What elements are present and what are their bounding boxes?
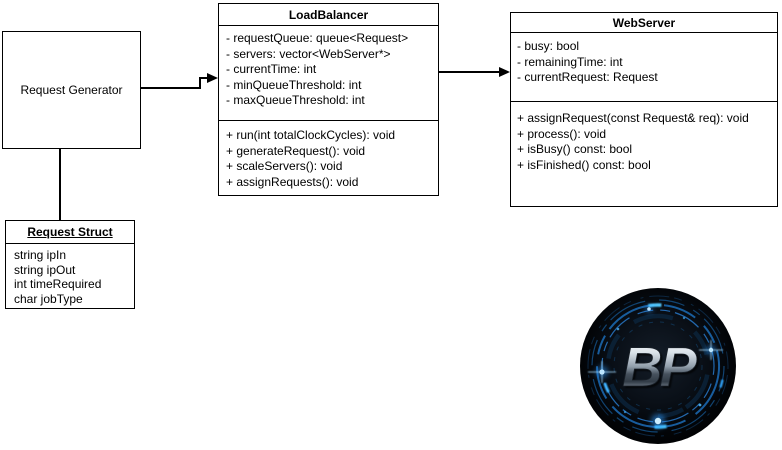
attribute-line: - currentTime: int — [226, 62, 317, 76]
field-line: char jobType — [14, 291, 83, 306]
request-struct-fields: string ipIn string ipOut int timeRequire… — [6, 244, 134, 306]
load-balancer-attributes: - requestQueue: queue<Request> - servers… — [219, 26, 438, 121]
class-box-web-server: WebServer - busy: bool - remainingTime: … — [510, 12, 778, 207]
method-line: + process(): void — [517, 126, 607, 141]
attribute-line: - remainingTime: int — [517, 54, 623, 69]
class-title-request-generator: Request Generator — [20, 83, 123, 97]
logo-background-circle — [580, 288, 736, 444]
attribute-line: - busy: bool — [517, 39, 580, 53]
method-line: + assignRequest(const Request& req): voi… — [517, 111, 749, 125]
attribute-line: - currentRequest: Request — [517, 70, 658, 84]
method-line: + run(int totalClockCycles): void — [226, 128, 396, 142]
logo-sparkles — [588, 340, 723, 383]
class-title-load-balancer: LoadBalancer — [219, 4, 438, 26]
attribute-line: - maxQueueThreshold: int — [226, 93, 365, 107]
web-server-attributes: - busy: bool - remainingTime: int - curr… — [511, 33, 777, 102]
logo-letters: BP BP — [622, 335, 703, 400]
connector-reqgen-to-loadbalancer-segment — [199, 77, 209, 79]
connector-reqgen-to-request-struct — [59, 149, 61, 220]
connector-reqgen-to-loadbalancer-segment — [199, 77, 201, 89]
method-line: + isFinished() const: bool — [517, 157, 651, 172]
method-line: + assignRequests(): void — [226, 174, 359, 189]
field-line: string ipOut — [14, 262, 76, 277]
field-line: int timeRequired — [14, 277, 102, 291]
attribute-line: - servers: vector<WebServer*> — [226, 46, 391, 61]
class-box-request-struct: Request Struct string ipIn string ipOut … — [5, 220, 135, 309]
connector-reqgen-to-loadbalancer-segment — [141, 87, 200, 89]
arrow-head-icon — [207, 72, 218, 83]
attribute-line: - minQueueThreshold: int — [226, 77, 362, 92]
field-line: string ipIn — [14, 248, 67, 262]
method-line: + scaleServers(): void — [226, 159, 343, 173]
logo-text: BP — [622, 335, 697, 398]
class-title-request-struct: Request Struct — [6, 221, 134, 244]
logo-ring-group — [587, 295, 729, 437]
class-box-request-generator: Request Generator — [2, 31, 141, 149]
method-line: + generateRequest(): void — [226, 143, 366, 158]
request-struct-title-text: Request Struct — [27, 225, 113, 239]
attribute-line: - requestQueue: queue<Request> — [226, 31, 409, 45]
bp-logo: BP BP — [580, 288, 736, 444]
method-line: + isBusy() const: bool — [517, 142, 633, 156]
connector-loadbalancer-to-webserver — [439, 71, 500, 73]
svg-text:BP: BP — [624, 337, 699, 400]
arrow-head-icon — [499, 66, 510, 77]
load-balancer-methods: + run(int totalClockCycles): void + gene… — [219, 121, 438, 190]
web-server-methods: + assignRequest(const Request& req): voi… — [511, 102, 777, 173]
class-title-web-server: WebServer — [511, 13, 777, 33]
class-box-load-balancer: LoadBalancer - requestQueue: queue<Reque… — [218, 3, 439, 196]
